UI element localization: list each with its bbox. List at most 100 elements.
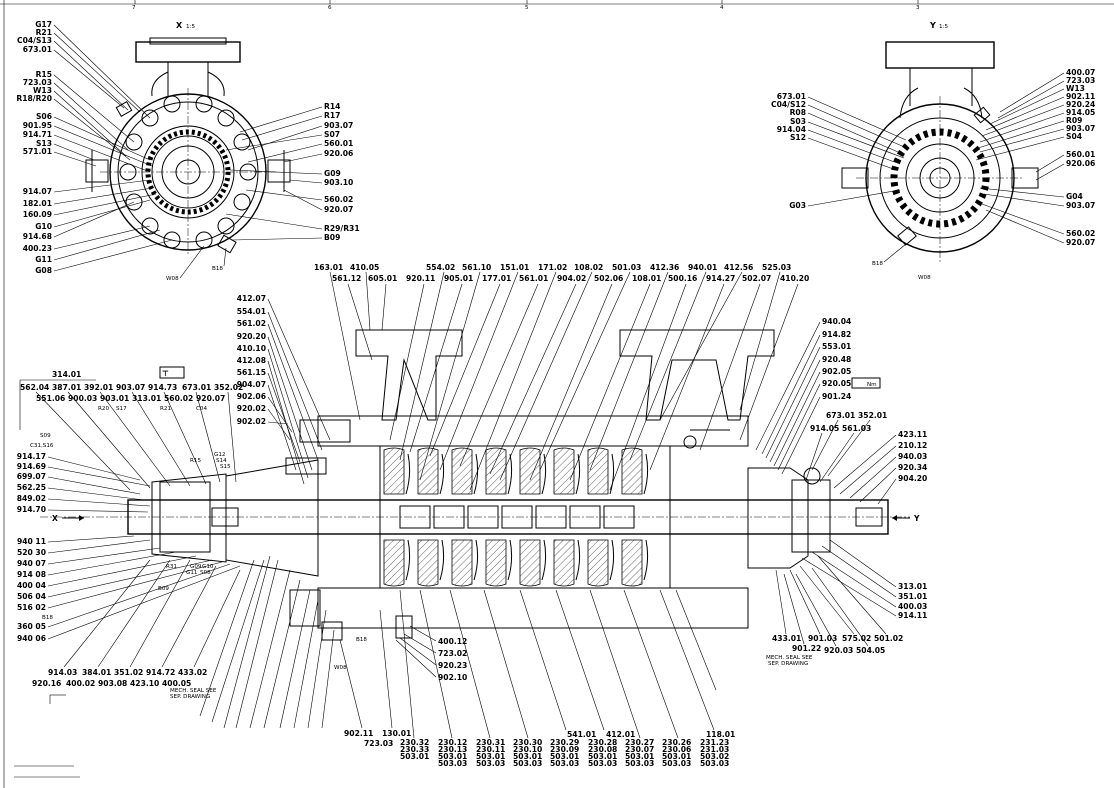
part-label: 940 11 [17, 537, 46, 546]
part-label: 400.05 [162, 679, 191, 688]
part-label: B18 [872, 261, 883, 267]
part-label: G17 [35, 20, 52, 29]
part-label: 560.01 [324, 139, 353, 148]
part-label: 605.01 [368, 274, 397, 283]
part-label: 561.15 [237, 368, 266, 377]
part-label: 503.01 [476, 752, 505, 761]
part-label: 920.03 [824, 646, 853, 655]
part-label: 920.06 [324, 149, 353, 158]
part-label: 554.02 [426, 263, 455, 272]
part-label: 920.07 [324, 205, 353, 214]
part-label: G10 [35, 222, 52, 231]
part-label: R15 [36, 70, 52, 79]
part-label: S17 [116, 406, 127, 412]
part-label: 130.01 [382, 729, 411, 738]
ruler-mark: 4 [720, 5, 724, 11]
part-label: 562.25 [17, 483, 46, 492]
part-label: 903.08 [98, 679, 127, 688]
part-label: 901.24 [822, 392, 851, 401]
part-label: 360 05 [17, 622, 46, 631]
part-label: 904.20 [898, 474, 927, 483]
part-label: G08 [35, 266, 52, 275]
part-label: 412.07 [237, 294, 266, 303]
bottom-right-callouts: 433.01 901.03 575.02 501.02 901.22 920.0… [766, 555, 903, 667]
part-label: 553.01 [822, 342, 851, 351]
part-label: 230.32 [400, 738, 429, 747]
part-label: 230.09 [550, 745, 579, 754]
part-label: S13 [36, 139, 52, 148]
center-bottom-callouts: B18 W08 400.12 723.02 920.23 902.10 [334, 625, 467, 682]
part-label: 230.31 [476, 738, 505, 747]
part-label: S09 [40, 433, 51, 439]
part-label: 914.27 [706, 274, 735, 283]
part-label: 503.01 [550, 752, 579, 761]
left-stack-callouts: 412.07 554.01 561.02 920.20 410.10 412.0… [237, 294, 331, 485]
part-label: G11 [35, 255, 52, 264]
part-label: W13 [1066, 84, 1085, 93]
part-label: 503.01 [400, 752, 429, 761]
part-label: 516 02 [17, 603, 46, 612]
part-label: 571.01 [23, 147, 52, 156]
part-label: 561.10 [462, 263, 491, 272]
part-label: G10 [202, 564, 214, 570]
part-label: 504.05 [856, 646, 885, 655]
part-label: 503.03 [588, 759, 617, 768]
part-label: 352.02 [214, 383, 243, 392]
part-label: B09 [324, 233, 340, 242]
part-label: 520 30 [17, 548, 46, 557]
view-y-scale: 1:5 [939, 24, 948, 30]
part-label: 920.48 [822, 355, 851, 364]
part-label: 412.56 [724, 263, 753, 272]
right-stack-callouts: 940.04 914.82 553.01 920.48 902.05 920.0… [755, 317, 881, 475]
part-label: C04/S13 [17, 36, 52, 45]
part-label: 400 04 [17, 581, 46, 590]
part-label: 902.11 [344, 729, 373, 738]
part-label: 920.07 [196, 394, 225, 403]
part-label: 387.01 [52, 383, 81, 392]
part-label: 914.69 [17, 462, 46, 471]
view-y: Y 1:5 [841, 21, 1039, 262]
part-label: W08 [166, 276, 179, 282]
part-label: 914.11 [898, 611, 927, 620]
section-mark-x: X [52, 514, 58, 523]
part-label: 182.01 [23, 199, 52, 208]
part-label: 151.01 [500, 263, 529, 272]
part-label: 904.07 [237, 380, 266, 389]
part-label: 902.02 [237, 417, 266, 426]
top-callouts: 163.01 410.05 554.02 561.10 151.01 171.0… [314, 263, 809, 283]
part-label: 723.02 [438, 649, 467, 658]
part-label: 503.01 [513, 752, 542, 761]
part-label: 410.10 [237, 344, 266, 353]
part-label: 400.12 [438, 637, 467, 646]
part-label: 503.02 [700, 752, 729, 761]
part-label: W08 [334, 665, 347, 671]
view-x-left-labels: G17 R21 C04/S13 673.01 R15 723.03 W13 R1… [16, 20, 173, 275]
part-label: 503.03 [550, 759, 579, 768]
part-label: 313.01 [898, 582, 927, 591]
ruler-mark: 5 [525, 5, 529, 11]
part-label: 561.03 [842, 424, 871, 433]
part-label: 108.02 [574, 263, 603, 272]
part-label: 905.01 [444, 274, 473, 283]
part-label: S14 [216, 458, 227, 464]
part-label: 560.02 [164, 394, 193, 403]
part-label: S06 [36, 112, 52, 121]
nm-symbol: Nm [867, 382, 877, 388]
part-label: 501.02 [874, 634, 903, 643]
part-label: S03 [790, 117, 806, 126]
part-label: R20 [98, 406, 109, 412]
part-label: 920.24 [1066, 100, 1095, 109]
part-label: 920.06 [1066, 159, 1095, 168]
part-label: 503.03 [476, 759, 505, 768]
part-label: 920.11 [406, 274, 435, 283]
part-label: 177.01 [482, 274, 511, 283]
part-label: 903.01 [100, 394, 129, 403]
part-label: 503.01 [588, 752, 617, 761]
bottom-left-callouts: 914.03 384.01 351.02 914.72 433.02 920.1… [32, 555, 335, 729]
part-label: 230.06 [662, 745, 691, 754]
part-label: 914.73 [148, 383, 177, 392]
part-label: 503.01 [438, 752, 467, 761]
part-label: 900.03 [68, 394, 97, 403]
part-label: 230.13 [438, 745, 467, 754]
